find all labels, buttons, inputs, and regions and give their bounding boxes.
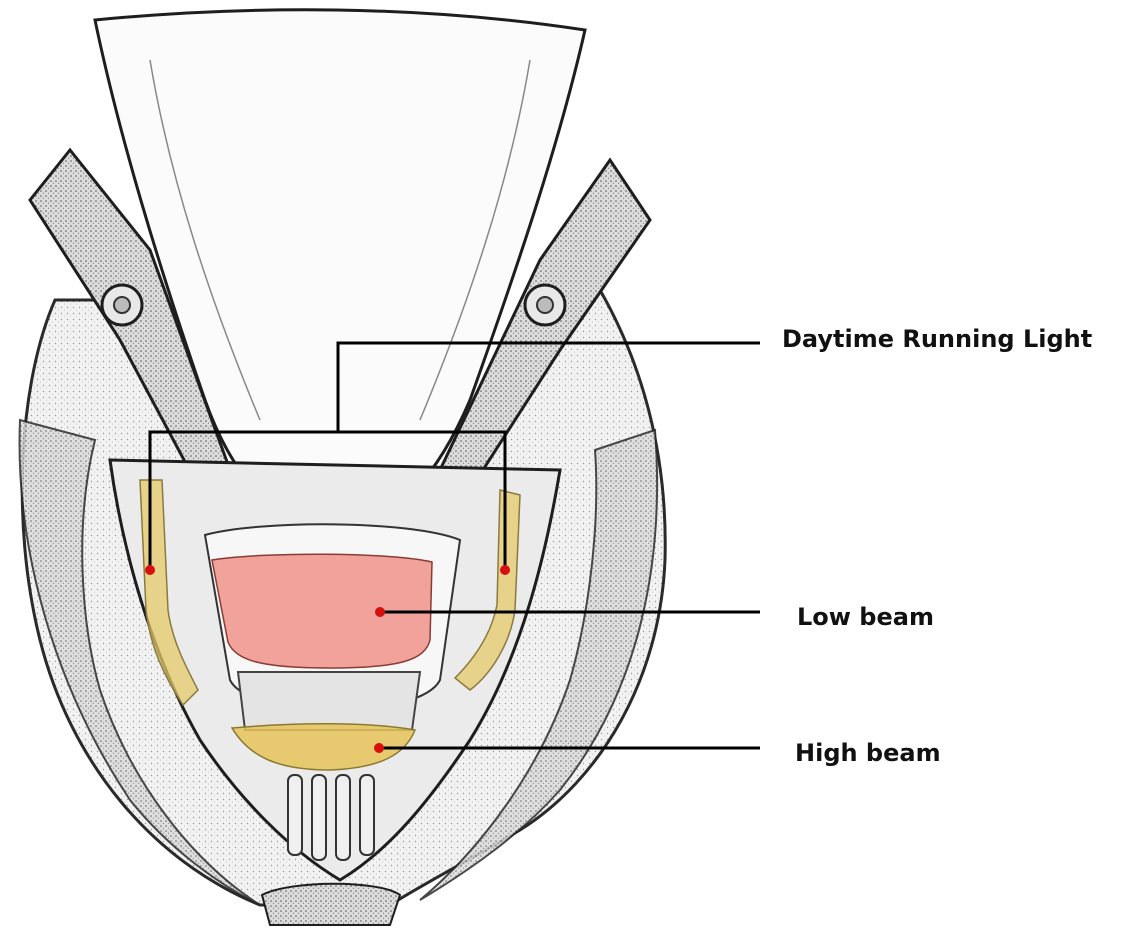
low-beam-marker	[375, 607, 385, 617]
drl-marker-left	[145, 565, 155, 575]
drl-marker-right	[500, 565, 510, 575]
chin-guard	[262, 884, 400, 925]
high-beam-label: High beam	[795, 741, 941, 765]
drl-label: Daytime Running Light	[782, 327, 1092, 351]
low-beam-label: Low beam	[797, 605, 934, 629]
lower-lens	[238, 672, 420, 730]
high-beam-marker	[374, 743, 384, 753]
